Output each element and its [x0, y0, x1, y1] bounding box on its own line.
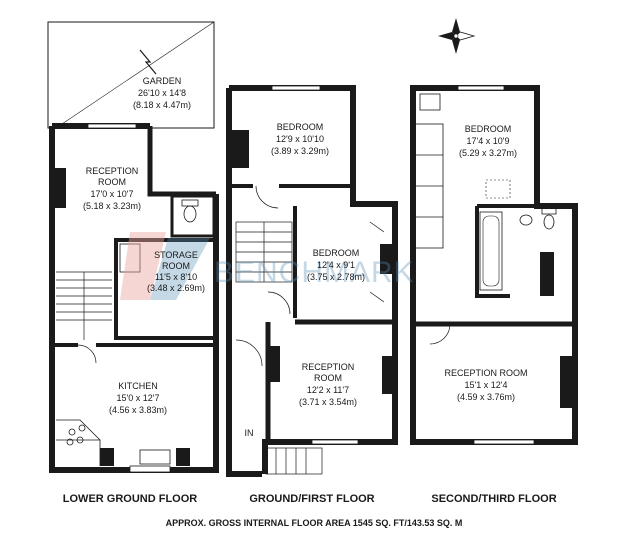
chimney-breast: [380, 244, 394, 274]
bedroom-first-b-metric: (3.75 x 2.78m): [307, 272, 365, 282]
storage-metric: (3.48 x 2.69m): [147, 283, 205, 293]
wardrobe-doors: [369, 221, 385, 303]
window: [271, 85, 321, 91]
chimney-breast: [229, 130, 249, 168]
reception-top-imperial: 15'1 x 12'4: [465, 380, 508, 390]
lower-ground-floor-plan: [47, 21, 219, 473]
second-third-floor-plan: [410, 85, 578, 445]
floor-labels: LOWER GROUND FLOOR GROUND/FIRST FLOOR SE…: [63, 493, 557, 505]
reception-ground-name-2: ROOM: [314, 373, 342, 383]
reception-ground-name: RECEPTION: [302, 362, 355, 372]
bedroom-first-a-metric: (3.89 x 3.29m): [271, 146, 329, 156]
reception-lower-name: RECEPTION: [86, 166, 139, 176]
garden-area: [47, 21, 215, 129]
lower-stairs: [56, 271, 112, 340]
toilet-icon: [181, 199, 199, 223]
top-outer-wall: [410, 85, 578, 445]
reception-lower-imperial: 17'0 x 10'7: [91, 189, 134, 199]
entrance-label: IN: [245, 428, 254, 438]
ground-left-wall: [226, 88, 262, 477]
chimney-breast: [268, 346, 280, 382]
window: [129, 465, 171, 473]
floor-label-ground-first: GROUND/FIRST FLOOR: [249, 493, 374, 505]
door-swing-icon: [267, 291, 291, 315]
floor-label-second-third: SECOND/THIRD FLOOR: [431, 493, 556, 505]
door-swing-icon: [429, 323, 451, 345]
sink-icon: [419, 93, 441, 111]
reception-top-metric: (4.59 x 3.76m): [457, 392, 515, 402]
watermark-logo: BENCHMARK: [120, 232, 415, 300]
storage-room-walls: [114, 238, 218, 340]
front-steps: [265, 447, 323, 475]
bedroom-first-b-name: BEDROOM: [313, 248, 360, 258]
kitchen-name: KITCHEN: [118, 381, 158, 391]
door-swing-icon: [255, 185, 279, 209]
window: [87, 123, 137, 129]
ground-stairs: [235, 221, 293, 283]
room-labels: GARDEN 26'10 x 14'8 (8.18 x 4.47m) RECEP…: [83, 76, 528, 438]
reception-lower-name-2: ROOM: [98, 177, 126, 187]
floor-label-lower-ground: LOWER GROUND FLOOR: [63, 493, 197, 505]
bath-icon: [479, 211, 503, 291]
garden-diagonal: [55, 21, 215, 129]
wardrobes: [414, 123, 444, 249]
kitchen-appliance: [100, 448, 114, 466]
bathroom-walls: [475, 204, 537, 298]
floor-area-footer: APPROX. GROSS INTERNAL FLOOR AREA 1545 S…: [166, 518, 463, 528]
chimney-breast: [540, 252, 554, 296]
kitchen-imperial: 15'0 x 12'7: [117, 393, 160, 403]
sink-icon: [119, 243, 141, 273]
window: [473, 439, 535, 445]
kitchen-appliance: [176, 448, 190, 466]
door-swing-icon: [235, 339, 263, 367]
bedroom-top-metric: (5.29 x 3.27m): [459, 148, 517, 158]
reception-top-name: RECEPTION ROOM: [444, 368, 527, 378]
chimney-breast: [52, 168, 66, 208]
lower-step-wall: [147, 126, 216, 197]
ground-first-floor-plan: [226, 85, 398, 477]
bedroom-a-bottom-wall: [229, 184, 355, 204]
bedroom-first-b-imperial: 12'4 x 9'1: [317, 260, 355, 270]
reception-ground-metric: (3.71 x 3.54m): [299, 397, 357, 407]
storage-name-2: ROOM: [162, 261, 190, 271]
ground-outer-wall: [229, 85, 398, 474]
skylight: [485, 179, 511, 199]
bedroom-top-name: BEDROOM: [465, 124, 512, 134]
bedroom-first-a-imperial: 12'9 x 10'10: [276, 134, 324, 144]
chimney-breast: [382, 356, 394, 394]
window: [457, 85, 505, 91]
bedroom-top-imperial: 17'4 x 10'9: [467, 136, 510, 146]
door-swing-icon: [77, 344, 97, 364]
garden-break-symbol: [139, 49, 157, 75]
storage-name: STORAGE: [154, 250, 198, 260]
garden-name: GARDEN: [143, 76, 182, 86]
sink-icon-kitchen: [139, 449, 171, 465]
chimney-breast: [560, 356, 574, 408]
garden-imperial: 26'10 x 14'8: [138, 88, 186, 98]
garden-metric: (8.18 x 4.47m): [133, 100, 191, 110]
kitchen-units: [56, 419, 101, 466]
compass-icon: [438, 18, 476, 54]
watermark-text: BENCHMARK: [214, 256, 415, 289]
reception-lower-metric: (5.18 x 3.23m): [83, 201, 141, 211]
window: [311, 439, 359, 445]
toilet-icon: [519, 207, 557, 230]
bedroom-first-a-name: BEDROOM: [277, 122, 324, 132]
storage-imperial: 11'5 x 8'10: [155, 272, 197, 282]
kitchen-metric: (4.56 x 3.83m): [109, 405, 167, 415]
hob-icon: [66, 424, 86, 446]
wc-room: [170, 194, 216, 238]
reception-ground-imperial: 12'2 x 11'7: [307, 385, 349, 395]
